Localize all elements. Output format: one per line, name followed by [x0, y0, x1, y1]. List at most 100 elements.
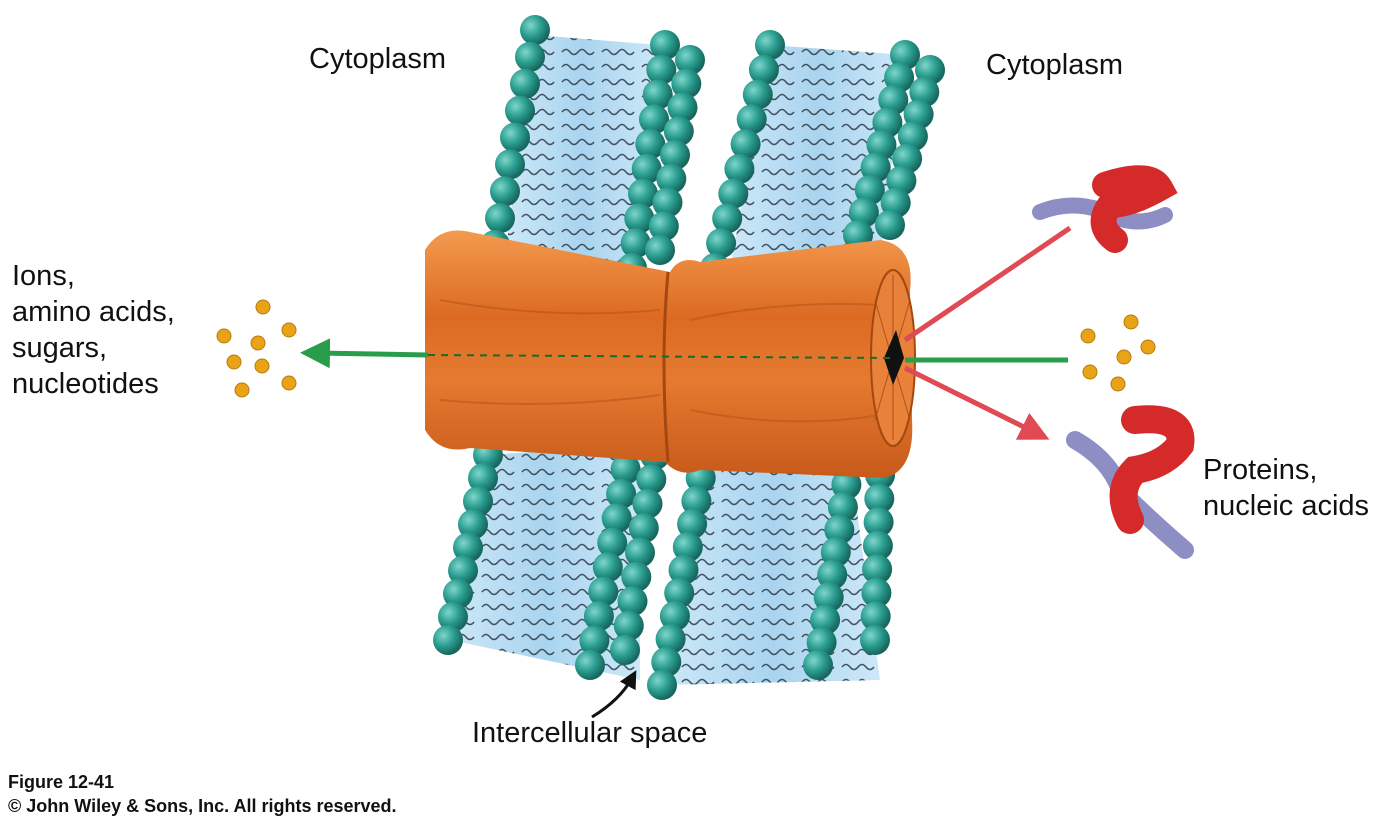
phospholipid-head [675, 45, 705, 75]
small-molecules-line: nucleotides [12, 368, 159, 400]
phospholipid-head [628, 178, 658, 209]
small-molecules-label: Ions, amino acids, sugars, nucleotides [12, 258, 175, 402]
phospholipid-head [831, 469, 862, 500]
phospholipid-head [863, 507, 894, 538]
phospholipid-head [866, 130, 897, 160]
phospholipid-head [592, 552, 623, 583]
phospholipid-head [875, 210, 905, 240]
small-molecules-right [1080, 314, 1156, 392]
phospholipid-head [663, 116, 694, 147]
phospholipid-head [631, 153, 662, 184]
copyright-notice: © John Wiley & Sons, Inc. All rights res… [8, 796, 397, 816]
protein-molecule-top [1032, 165, 1178, 253]
phospholipid-head [671, 68, 702, 99]
phospholipid-head [824, 514, 855, 545]
phospholipid-head [453, 532, 483, 563]
small-molecules-left [216, 299, 297, 398]
phospholipid-head [620, 228, 651, 259]
phospholipid-head [706, 228, 737, 259]
macromolecules-line: nucleic acids [1203, 490, 1370, 522]
phospholipid-head [448, 555, 478, 586]
membrane-upper-left [480, 15, 705, 283]
phospholipid-head [742, 79, 773, 110]
phospholipid-head [433, 625, 463, 655]
phospholipid-head [610, 454, 641, 485]
intercellular-space-label: Intercellular space [472, 717, 708, 749]
phospholipid-head [647, 670, 677, 700]
channel-pore [884, 330, 904, 385]
protein-molecule-bottom [1066, 405, 1195, 559]
phospholipid-head [656, 163, 687, 194]
phospholipid-head [860, 625, 890, 655]
figure-number: Figure 12-41 [8, 772, 115, 792]
phospholipid-head [610, 635, 640, 665]
phospholipid-head [500, 122, 530, 153]
phospholipid-head [463, 486, 493, 517]
phospholipid-head [621, 561, 652, 592]
small-molecules-line: sugars, [12, 332, 108, 364]
membrane-lower-left [433, 430, 670, 680]
phospholipid-head [884, 62, 915, 93]
small-molecules-line: amino acids, [12, 296, 175, 328]
phospholipid-head [864, 483, 895, 514]
phospholipid-head [639, 104, 669, 135]
phospholipid-head [806, 627, 837, 658]
phospholipid-head [655, 624, 686, 654]
phospholipid-head [664, 578, 695, 608]
phospholipid-head [861, 577, 892, 608]
phospholipid-head [628, 513, 659, 544]
phospholipid-head [718, 178, 749, 209]
phospholipid-head [642, 79, 673, 110]
phospholipid-head [730, 129, 761, 160]
phospholipid-head [515, 41, 545, 72]
phospholipid-head [613, 610, 644, 641]
phospholipid-head [803, 650, 833, 680]
phospholipid-head [667, 92, 698, 123]
phospholipid-head [755, 30, 785, 60]
phospholipid-head [652, 187, 683, 218]
phospholipid-head [520, 15, 550, 45]
phospholipid-head [468, 463, 498, 494]
phospholipid-head [748, 54, 779, 85]
phospholipid-head [505, 95, 535, 126]
phospholipid-head [579, 625, 610, 656]
phospholipid-head [495, 149, 525, 180]
phospholipid-head [583, 601, 614, 632]
membrane-lower-right [647, 440, 895, 700]
connexon-channel [425, 230, 916, 478]
phospholipid-head [660, 140, 690, 170]
intercellular-space-pointer [591, 670, 637, 719]
phospholipid-head [651, 647, 682, 677]
phospholipid-head [724, 153, 755, 184]
blocked-nucleic-acid-arrow [903, 365, 1050, 440]
membrane-upper-right [700, 30, 945, 283]
phospholipid-head [624, 203, 655, 234]
phospholipid-head [606, 478, 637, 509]
phospholipid-head [601, 503, 632, 534]
phospholipid-head [810, 604, 841, 635]
phospholipid-head [712, 203, 743, 234]
phospholipid-head [827, 492, 858, 523]
phospholipid-head [677, 509, 708, 539]
phospholipid-head [848, 197, 879, 228]
phospholipid-head [646, 54, 677, 85]
phospholipid-head [862, 554, 893, 585]
phospholipid-head [635, 129, 666, 160]
phospholipid-head [672, 532, 703, 562]
macromolecules-line: Proteins, [1203, 454, 1318, 486]
phospholipid-head [878, 85, 909, 115]
phospholipid-head [668, 555, 699, 585]
phospholipid-head [443, 578, 473, 609]
blocked-protein-arrow [903, 225, 1072, 343]
cytoplasm-right-label: Cytoplasm [986, 49, 1123, 81]
macromolecules-label: Proteins, nucleic acids [1203, 452, 1369, 524]
phospholipid-head [648, 211, 679, 242]
phospholipid-head [872, 107, 903, 138]
phospholipid-head [575, 650, 605, 680]
phospholipid-head [458, 509, 488, 540]
phospholipid-head [588, 576, 619, 607]
phospholipid-head [438, 601, 468, 632]
phospholipid-head [862, 530, 893, 561]
phospholipid-head [890, 40, 920, 70]
